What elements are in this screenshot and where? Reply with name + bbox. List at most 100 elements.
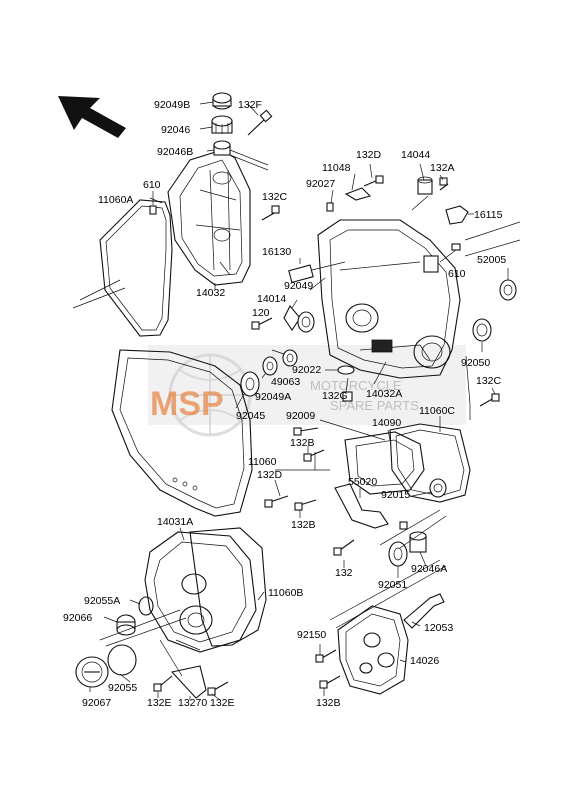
label-11060b: 11060B [268, 587, 303, 599]
bolt-132f [247, 109, 273, 136]
oil-seal-92049a [262, 356, 278, 376]
gasket-11060 [111, 349, 253, 517]
label-92027: 92027 [306, 178, 335, 190]
bearing-92046b [213, 140, 231, 156]
bearing-92046a [409, 531, 427, 553]
gasket-11060a [99, 199, 173, 337]
bolt-132c-top [261, 205, 280, 221]
label-92046: 92046 [161, 124, 190, 136]
label-92050: 92050 [461, 357, 490, 369]
guard-14026 [337, 605, 409, 695]
label-132c-a: 132C [262, 191, 288, 203]
plug-132g [342, 391, 353, 402]
label-132a: 132A [430, 162, 455, 174]
label-92055: 92055 [108, 682, 137, 694]
clutch-cover-14032 [167, 149, 251, 286]
nut-small [399, 521, 408, 530]
part-labels: 92049B 132F 92046 92046B 11060A 610 132C… [63, 99, 506, 709]
oil-seal-92049 [297, 311, 315, 333]
label-132e-a: 132E [147, 697, 172, 709]
bolt-92150 [315, 649, 337, 663]
collar-92051 [388, 541, 408, 567]
label-92055a: 92055A [84, 595, 120, 607]
label-92009: 92009 [286, 410, 315, 422]
label-14026: 14026 [410, 655, 439, 667]
label-92067: 92067 [82, 697, 111, 709]
bolt-120 [251, 317, 273, 330]
label-132c-b: 132C [476, 375, 502, 387]
shaft-16130 [288, 264, 314, 284]
label-132d-a: 132D [356, 149, 382, 161]
bolt-132b-c [319, 675, 341, 689]
watermark-brand: MSP [150, 385, 224, 423]
bolt-132 [333, 539, 355, 556]
leaders-right-upper [235, 163, 521, 420]
plug-92067 [75, 656, 109, 688]
label-92046a: 92046A [411, 563, 447, 575]
label-92022: 92022 [292, 364, 321, 376]
leaders-top-left [72, 101, 269, 309]
label-132b-b: 132B [291, 519, 316, 531]
bolt-132b-b [294, 499, 317, 511]
watermark-line1: MOTORCYCLE [310, 378, 402, 393]
needle-bearing-92046 [211, 115, 233, 134]
plug-92066 [116, 614, 136, 636]
label-92049b: 92049B [154, 99, 190, 111]
label-11048: 11048 [322, 162, 351, 174]
bolt-132d-b [264, 495, 289, 508]
label-132d-b: 132D [257, 469, 283, 481]
label-610a: 610 [143, 179, 161, 191]
cover-14031a [144, 531, 257, 653]
label-92046b: 92046B [157, 146, 193, 158]
label-14014: 14014 [257, 293, 286, 305]
label-11060a: 11060A [98, 194, 133, 206]
label-14031a: 14031A [157, 516, 193, 528]
bolt-132c-right [479, 393, 500, 407]
gasket-11060c [389, 423, 471, 503]
lever-14014 [283, 305, 301, 331]
label-120: 120 [252, 307, 270, 319]
label-13270: 13270 [178, 697, 207, 709]
cover-14090 [344, 431, 425, 495]
bolt-132e-b [207, 681, 229, 696]
washer-92022 [337, 365, 355, 375]
label-52005: 52005 [477, 254, 506, 266]
label-92045: 92045 [236, 410, 265, 422]
label-14032: 14032 [196, 287, 225, 299]
label-16115: 16115 [474, 209, 503, 221]
bolt-92009 [293, 427, 319, 436]
label-11060c: 11060C [419, 405, 455, 417]
label-11060: 11060 [248, 456, 277, 468]
label-132e-b: 132E [210, 697, 235, 709]
label-610b: 610 [448, 268, 466, 280]
o-ring-92055a [138, 596, 154, 616]
label-55020: 55020 [348, 476, 377, 488]
bracket-55020 [334, 483, 389, 529]
label-132b-c: 132B [316, 697, 341, 709]
label-14090: 14090 [372, 417, 401, 429]
label-12053: 12053 [424, 622, 453, 634]
label-92051: 92051 [378, 579, 407, 591]
bracket-13270 [170, 665, 207, 699]
o-ring-92055 [107, 644, 137, 676]
oil-seal-52005 [499, 279, 517, 301]
bearing-92049b [212, 92, 232, 110]
dowel-610b [451, 243, 461, 251]
direction-arrow-icon [58, 96, 126, 138]
watermark-line2: SPARE PARTS [330, 398, 419, 413]
label-92049: 92049 [284, 280, 313, 292]
oil-seal-92050 [472, 318, 492, 342]
bolt-132e-a [153, 675, 173, 692]
label-92066: 92066 [63, 612, 92, 624]
bearing-49063 [282, 349, 298, 367]
label-14032a: 14032A [366, 388, 402, 400]
shaft-11048 [344, 187, 372, 201]
bolt-132a [439, 177, 449, 191]
label-92015: 92015 [381, 489, 410, 501]
bolt-132d-top [363, 175, 384, 187]
leaders-bottom-left [89, 527, 265, 701]
filler-cap-16115 [445, 205, 469, 225]
cap-14044 [417, 176, 433, 195]
